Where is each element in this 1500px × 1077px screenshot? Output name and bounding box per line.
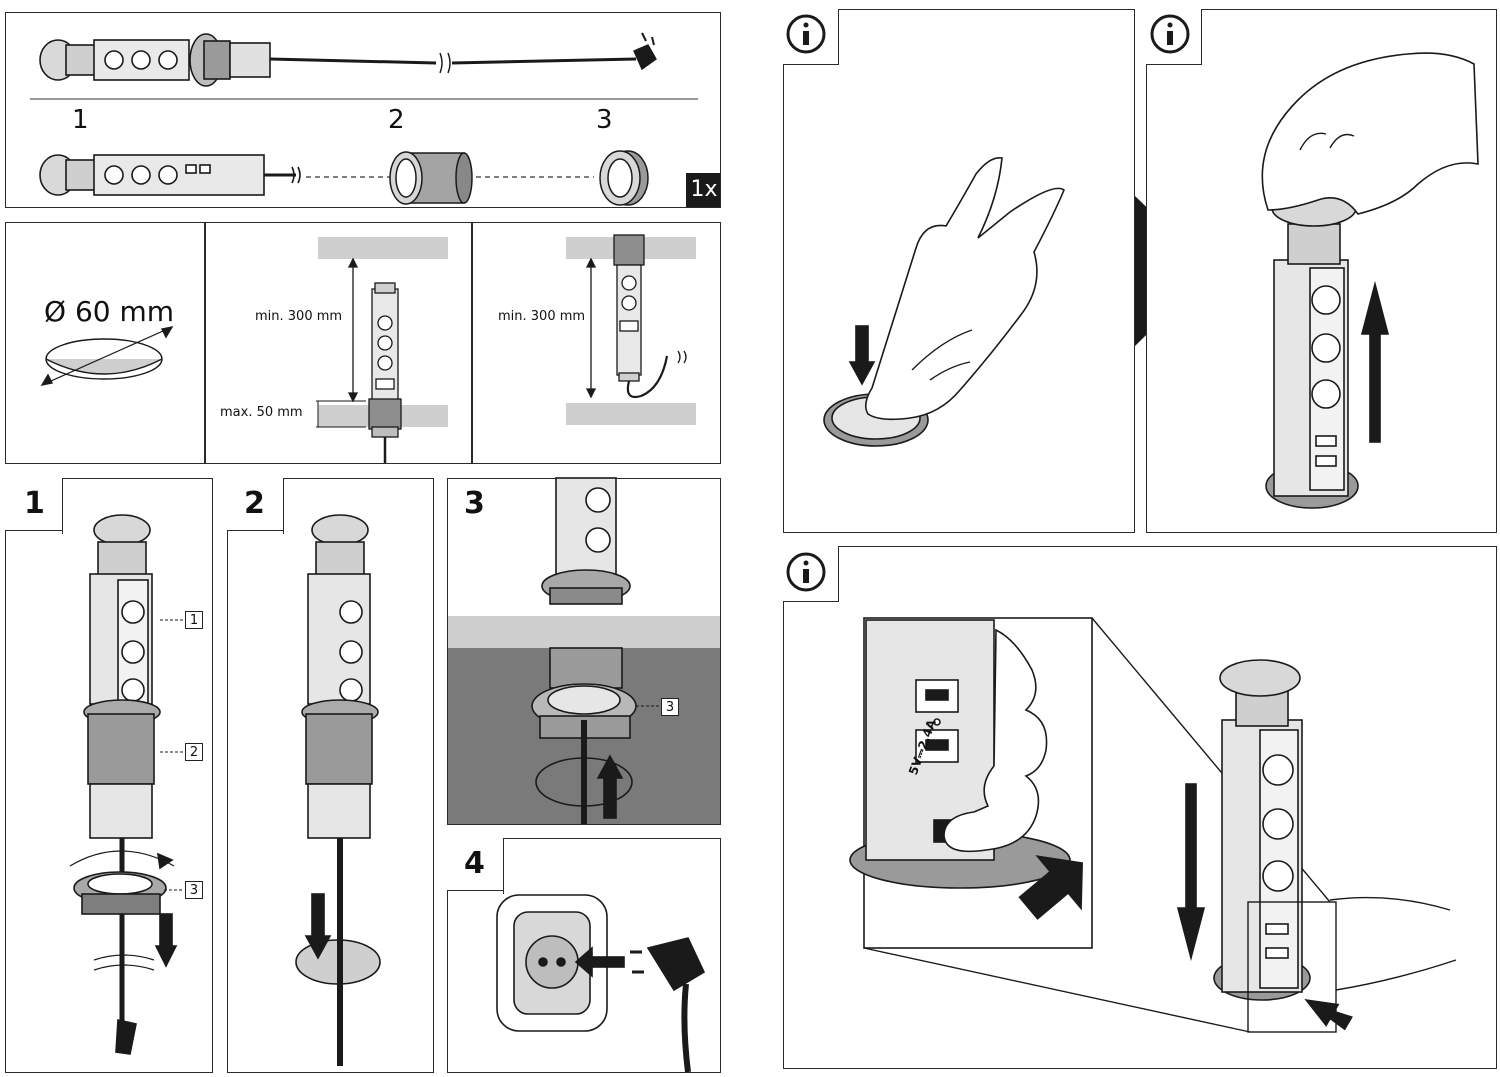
hole-diagram bbox=[40, 326, 174, 386]
max-thickness-label: max. 50 mm bbox=[220, 405, 303, 420]
step-4-number: 4 bbox=[464, 846, 485, 881]
specs-panel: Ø 60 mm bbox=[5, 222, 721, 464]
callout-1: 1 bbox=[185, 611, 203, 629]
parts-illustration bbox=[30, 32, 698, 206]
install-clearance-diagram bbox=[316, 237, 448, 463]
specs-divider-2 bbox=[471, 223, 473, 463]
step-4-tab bbox=[503, 838, 721, 894]
hand-icon bbox=[1261, 52, 1479, 215]
part-2-threaded-sleeve bbox=[389, 151, 473, 205]
part-label-3: 3 bbox=[596, 105, 613, 135]
part-label-1: 1 bbox=[72, 105, 89, 135]
step-1-number: 1 bbox=[24, 486, 45, 521]
info-icon bbox=[786, 14, 826, 54]
pull-clearance-diagram bbox=[566, 234, 696, 425]
info-icon bbox=[1150, 14, 1190, 54]
part-1-tower bbox=[39, 154, 301, 196]
quantity-badge: 1x bbox=[686, 173, 720, 207]
part-label-2: 2 bbox=[388, 105, 405, 135]
parts-panel: 1 2 3 1x bbox=[5, 12, 721, 208]
specs-illustration bbox=[40, 234, 696, 463]
step-2-number: 2 bbox=[244, 486, 265, 521]
arrow-icon bbox=[1176, 907, 1206, 962]
callout-2: 2 bbox=[185, 743, 203, 761]
min-height-label: min. 300 mm bbox=[255, 309, 343, 324]
callout-3: 3 bbox=[185, 881, 203, 899]
arrow-icon bbox=[1360, 280, 1390, 335]
min-height-label-2: min. 300 mm bbox=[498, 309, 586, 324]
step-3-number: 3 bbox=[464, 486, 485, 521]
hand-icon bbox=[864, 157, 1065, 421]
info-icon bbox=[786, 552, 826, 592]
specs-divider-1 bbox=[204, 223, 206, 463]
plug-icon bbox=[646, 937, 706, 992]
assembled-tower bbox=[39, 33, 271, 87]
hole-diameter-label: Ø 60 mm bbox=[44, 295, 175, 328]
plug-icon bbox=[633, 32, 657, 71]
callout-3b: 3 bbox=[661, 698, 679, 716]
part-3-locking-ring bbox=[599, 150, 649, 206]
arrow-icon bbox=[1018, 855, 1083, 920]
hand-icon bbox=[943, 628, 1048, 853]
cable-line bbox=[269, 57, 437, 65]
